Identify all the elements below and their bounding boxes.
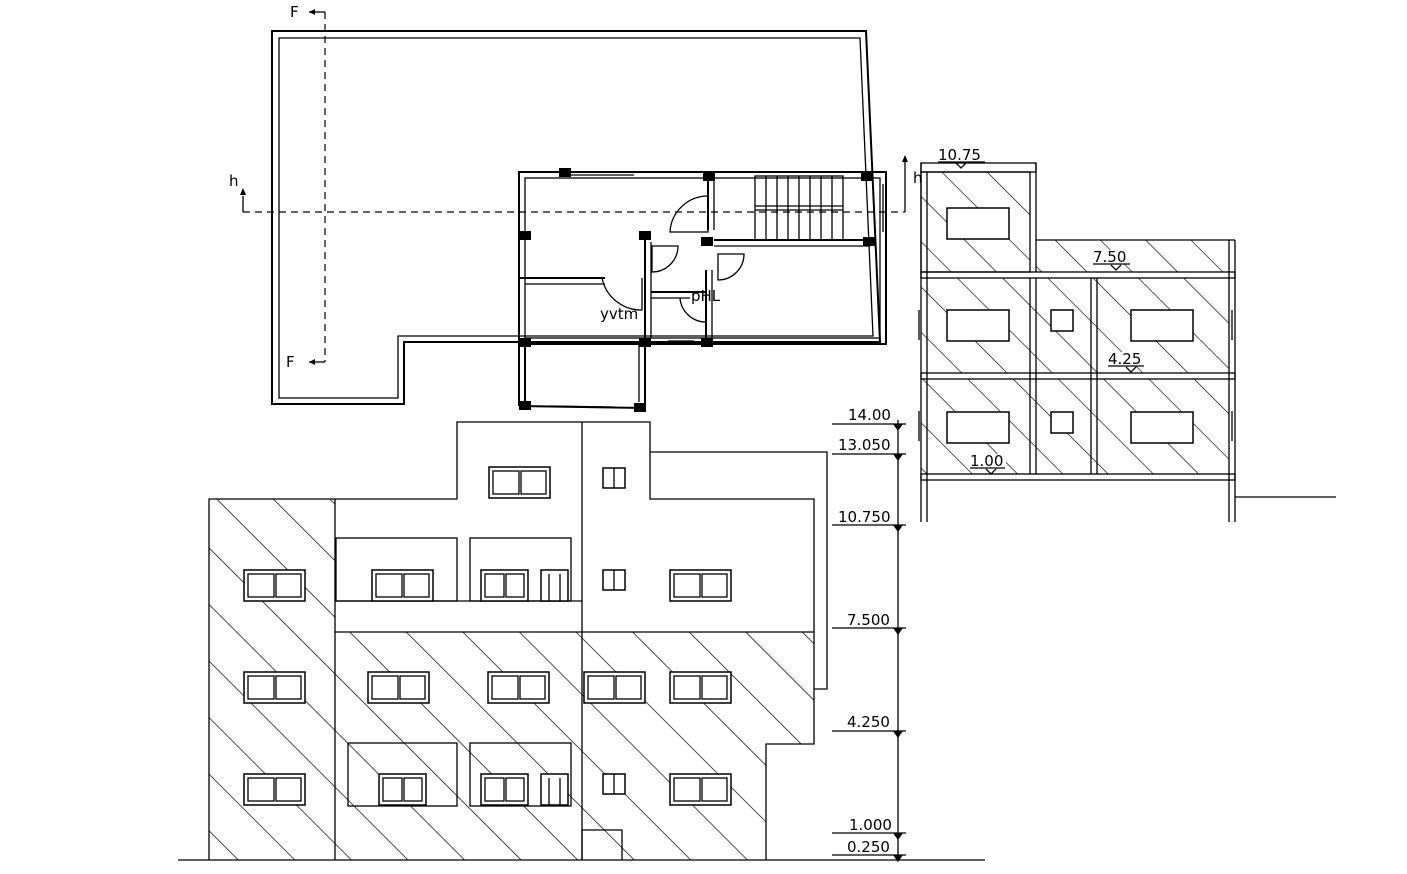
door-swings [601,195,745,323]
elevation-outline [208,421,815,860]
level-label: 10.750 [838,508,891,526]
level-label: 4.250 [847,713,890,731]
level-label: 7.500 [847,611,890,629]
section-level-roof: 7.50 [1093,248,1126,266]
plan-columns [519,168,875,412]
section-mark-f-top: F [290,3,299,21]
plan-walls [518,171,887,409]
building-section: 10.75 7.50 4.25 1.00 [918,146,1336,522]
section-level-middle: 4.25 [1108,350,1141,368]
level-label: 1.000 [849,816,892,834]
section-level-top: 10.75 [938,146,981,164]
staircase [754,175,844,241]
floor-plan: F F h h [229,3,923,412]
section-openings [946,207,1194,444]
room-label-phl: pHL [691,287,721,305]
front-elevation: 14.00 13.050 10.750 7.500 4.250 1.000 0.… [178,406,985,862]
section-level-ground: 1.00 [970,452,1003,470]
level-dimensions: 14.00 13.050 10.750 7.500 4.250 1.000 0.… [832,406,906,862]
room-label-yvtm: yvtm [600,305,638,323]
elevation-windows [243,466,732,806]
level-label: 14.00 [848,406,891,424]
terrace-outline [271,30,882,405]
section-mark-h-left: h [229,172,239,190]
level-label: 13.050 [838,436,891,454]
section-mark-h-right: h [913,169,923,187]
level-label: 0.250 [847,838,890,856]
section-mark-f-bottom: F [286,353,295,371]
